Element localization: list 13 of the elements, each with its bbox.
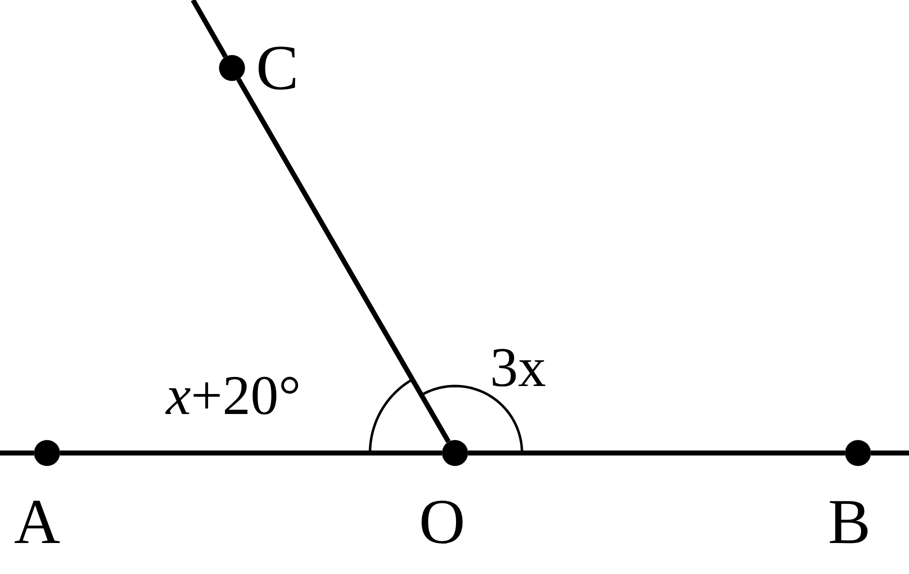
point-dot: [845, 440, 871, 466]
point-dot: [442, 440, 468, 466]
line-segment: [60, 450, 442, 456]
point-label: O: [419, 490, 466, 554]
point-dot: [219, 55, 245, 81]
point-label: C: [256, 36, 299, 100]
point-label: B: [828, 490, 871, 554]
line-segment: [236, 78, 451, 443]
angle-label: 3x: [490, 340, 546, 396]
point-dot: [34, 440, 60, 466]
line-segment: [468, 450, 845, 456]
point-label: A: [14, 490, 60, 554]
angle-label: x+20°: [166, 368, 301, 424]
